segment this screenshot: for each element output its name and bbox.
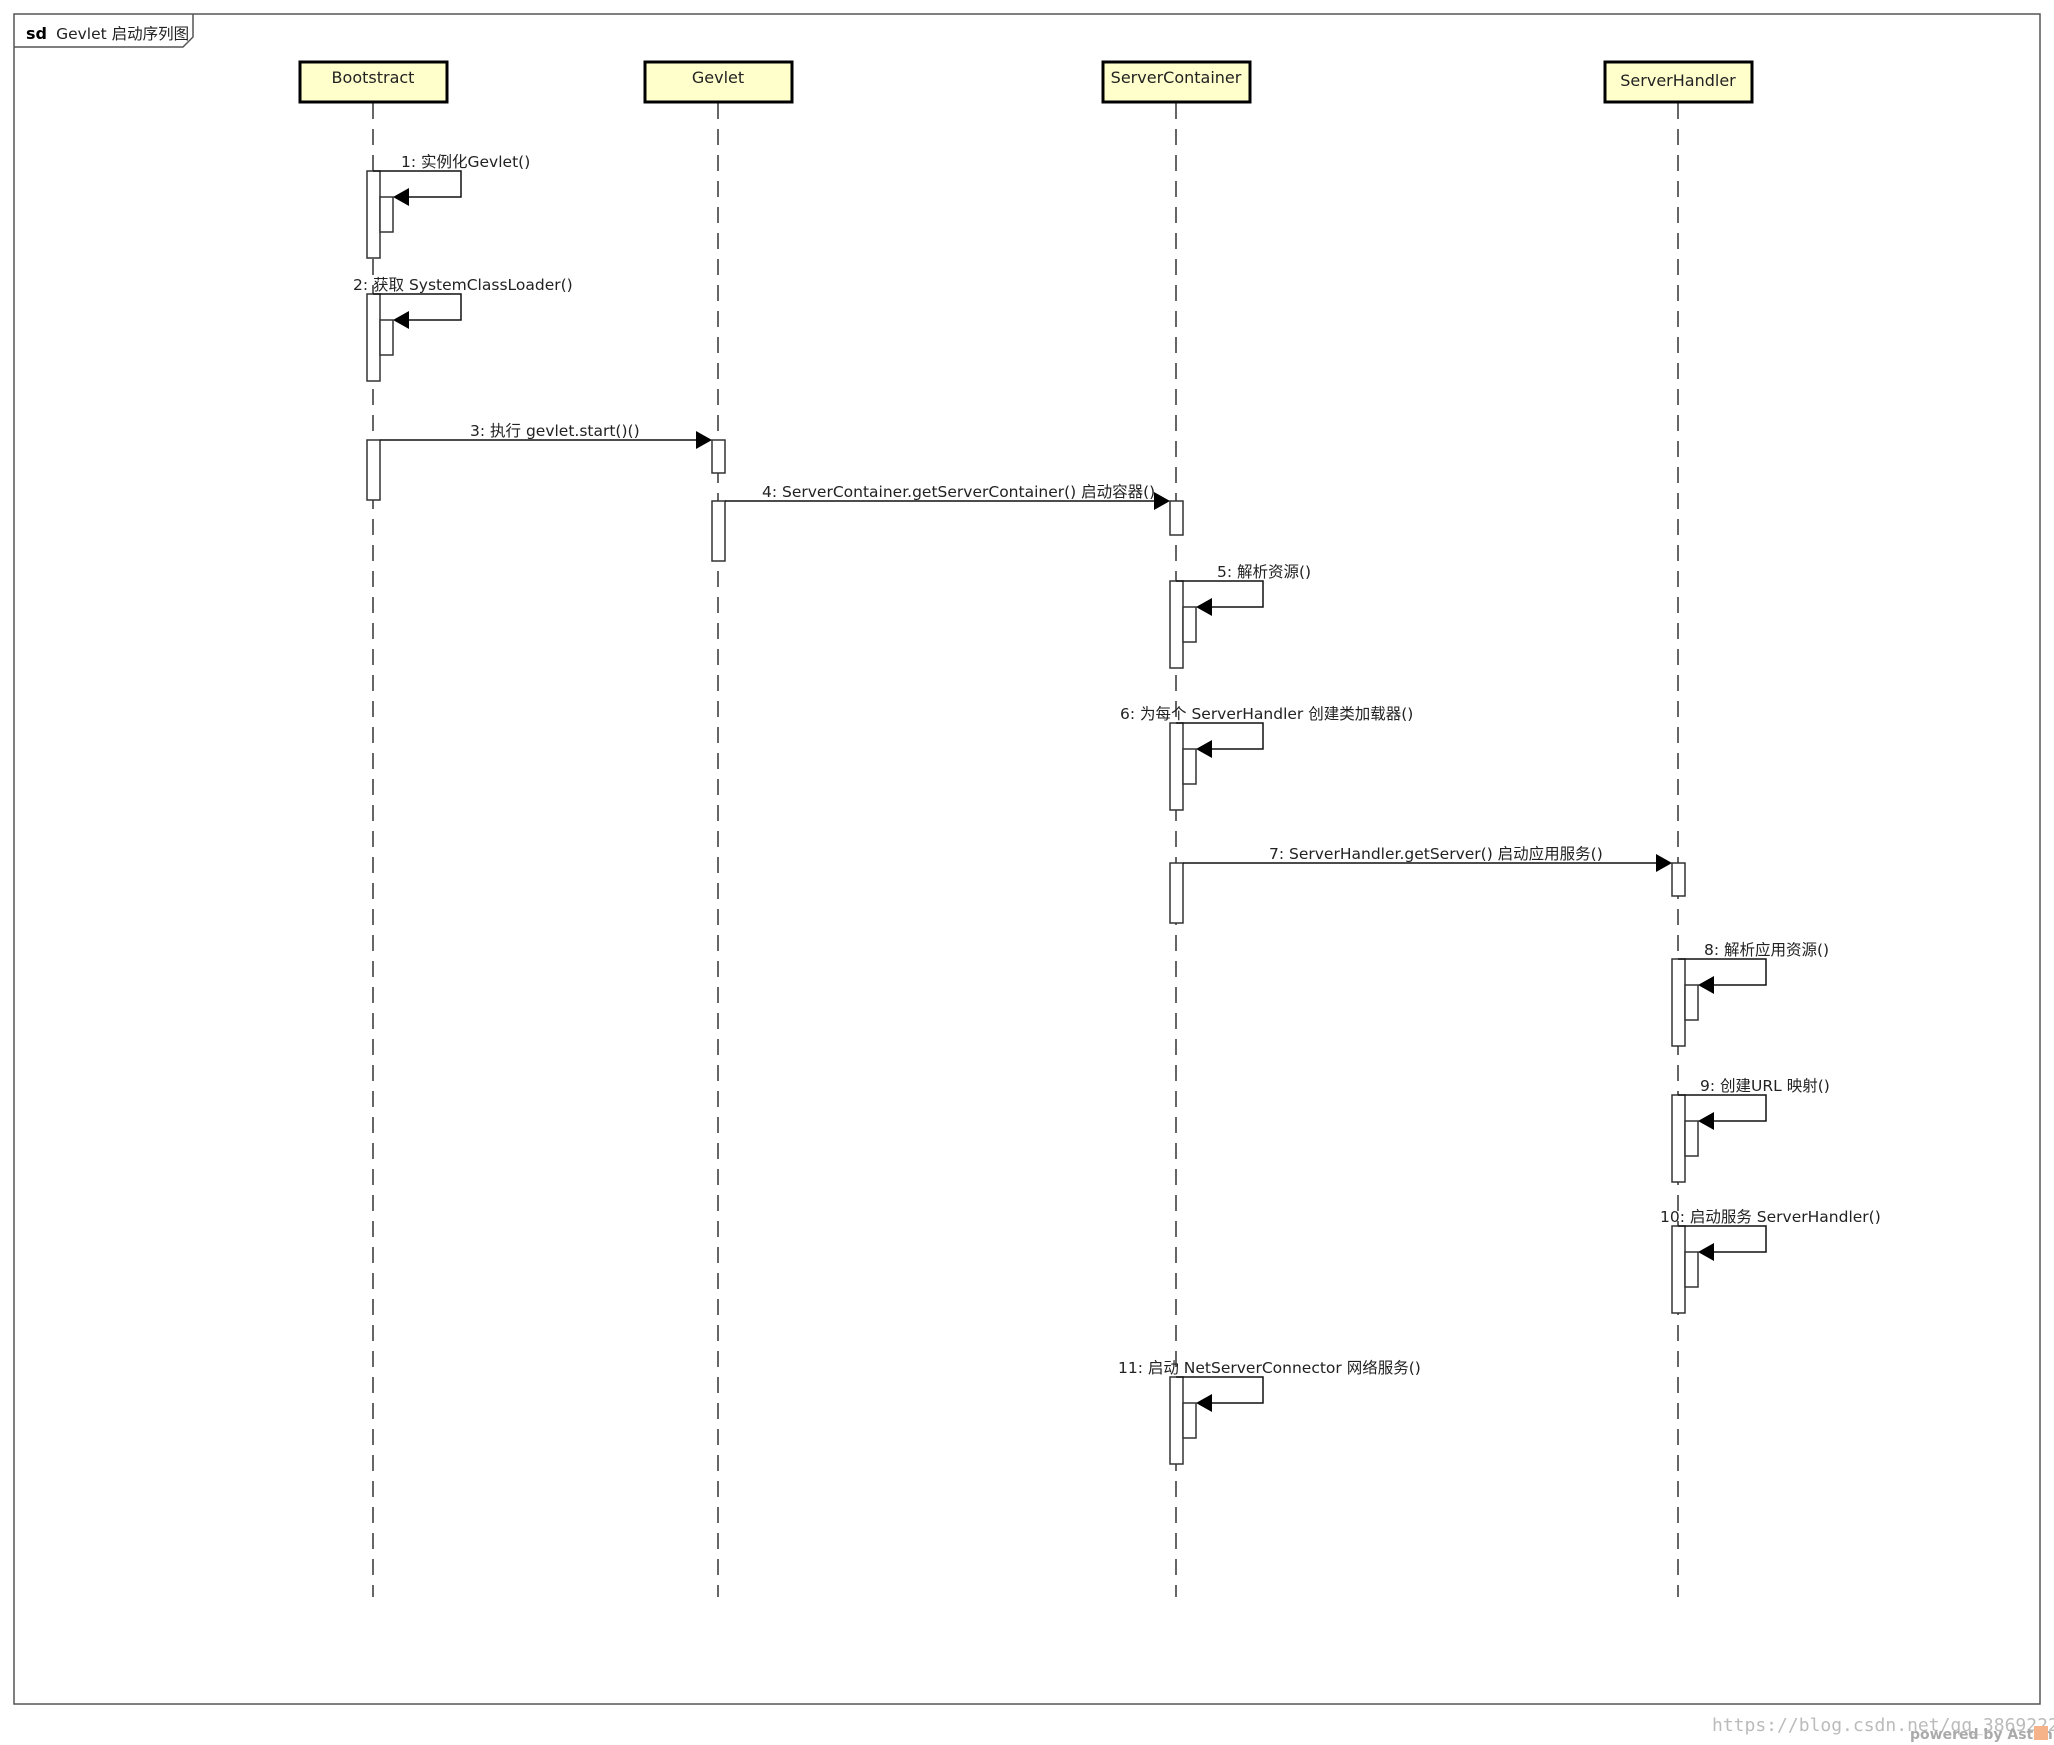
message-label: 5: 解析资源() — [1217, 563, 1311, 581]
message-label: 11: 启动 NetServerConnector 网络服务() — [1118, 1359, 1421, 1377]
arrow-head — [1656, 854, 1672, 872]
message-line — [1176, 580, 1264, 608]
lifeline-box-gevlet — [643, 60, 794, 104]
astah-logo-icon — [2034, 1726, 2048, 1740]
activation-bar — [366, 293, 381, 382]
activation-bar — [1671, 1094, 1686, 1183]
message-10[interactable]: 10: 启动服务 ServerHandler() — [1660, 1208, 1881, 1314]
arrow-head — [393, 188, 409, 206]
message-line — [1678, 958, 1767, 986]
message-4[interactable]: 4: ServerContainer.getServerContainer() … — [711, 483, 1184, 562]
activation-bar — [366, 170, 381, 259]
message-label: 3: 执行 gevlet.start()() — [470, 422, 640, 440]
arrow-head — [1154, 492, 1170, 510]
message-label: 1: 实例化Gevlet() — [401, 153, 530, 171]
arrow-head — [1698, 1243, 1714, 1261]
activation-bar-caller — [366, 439, 381, 501]
arrow-head — [696, 431, 712, 449]
arrow-head — [1196, 1394, 1212, 1412]
activation-bar-callee — [1169, 500, 1184, 536]
lifeline-name-handler: ServerHandler — [1620, 71, 1736, 90]
activation-bar — [1169, 580, 1184, 669]
arrow-head — [1698, 976, 1714, 994]
lifeline-name-container: ServerContainer — [1111, 68, 1242, 87]
message-7[interactable]: 7: ServerHandler.getServer() 启动应用服务() — [1169, 844, 1686, 924]
message-line — [373, 293, 462, 321]
lifeline-box-container — [1101, 60, 1252, 104]
message-label: 4: ServerContainer.getServerContainer() … — [762, 483, 1155, 501]
message-line — [1176, 1376, 1264, 1404]
nested-activation-bar — [1182, 748, 1197, 785]
message-8[interactable]: 8: 解析应用资源() — [1671, 940, 1829, 1047]
lifeline-name-gevlet: Gevlet — [692, 68, 744, 87]
message-label: 10: 启动服务 ServerHandler() — [1660, 1208, 1881, 1226]
activation-bar — [1671, 1225, 1686, 1314]
lifeline-bootstrap[interactable]: Bootstract — [298, 60, 449, 104]
message-label: 8: 解析应用资源() — [1704, 940, 1829, 959]
nested-activation-bar — [1684, 1251, 1699, 1288]
watermark-url: https://blog.csdn.net/qq_3869222 — [1712, 1715, 2054, 1736]
message-label: 2: 获取 SystemClassLoader() — [353, 276, 573, 294]
arrow-head — [1196, 740, 1212, 758]
lifeline-container[interactable]: ServerContainer — [1101, 60, 1252, 104]
nested-activation-bar — [1684, 1120, 1699, 1157]
frame-title: sd Gevlet 启动序列图 — [26, 24, 189, 43]
message-line — [1678, 1094, 1767, 1122]
activation-bar-caller — [1169, 862, 1184, 924]
arrow-head — [1698, 1112, 1714, 1130]
nested-activation-bar — [379, 196, 394, 233]
activation-bar — [1169, 1376, 1184, 1465]
message-label: 9: 创建URL 映射() — [1700, 1077, 1830, 1095]
frame-title-text: Gevlet 启动序列图 — [56, 25, 189, 43]
message-line — [1678, 1225, 1767, 1253]
arrow-head — [393, 311, 409, 329]
nested-activation-bar — [1684, 984, 1699, 1021]
activation-bar — [1671, 958, 1686, 1047]
message-11[interactable]: 11: 启动 NetServerConnector 网络服务() — [1118, 1359, 1421, 1465]
message-2[interactable]: 2: 获取 SystemClassLoader() — [353, 276, 573, 382]
nested-activation-bar — [379, 319, 394, 356]
message-9[interactable]: 9: 创建URL 映射() — [1671, 1077, 1830, 1183]
frame-title-tab — [14, 14, 194, 48]
message-line — [373, 170, 462, 198]
message-label: 7: ServerHandler.getServer() 启动应用服务() — [1269, 844, 1603, 863]
message-5[interactable]: 5: 解析资源() — [1169, 563, 1311, 669]
nested-activation-bar — [1182, 606, 1197, 643]
lifeline-box-bootstrap — [298, 60, 449, 104]
message-3[interactable]: 3: 执行 gevlet.start()() — [366, 422, 726, 501]
lifeline-box-handler — [1603, 60, 1754, 104]
lifeline-gevlet[interactable]: Gevlet — [643, 60, 794, 104]
diagram-frame — [13, 13, 2041, 1705]
message-6[interactable]: 6: 为每个 ServerHandler 创建类加载器() — [1120, 705, 1413, 811]
activation-bar-callee — [711, 439, 726, 474]
nested-activation-bar — [1182, 1402, 1197, 1439]
frame-keyword: sd — [26, 24, 47, 43]
lifeline-handler[interactable]: ServerHandler — [1603, 60, 1754, 104]
message-line — [1176, 722, 1264, 750]
lifeline-name-bootstrap: Bootstract — [332, 68, 415, 87]
arrow-head — [1196, 598, 1212, 616]
message-label: 6: 为每个 ServerHandler 创建类加载器() — [1120, 705, 1413, 723]
message-1[interactable]: 1: 实例化Gevlet() — [366, 153, 530, 259]
activation-bar-caller — [711, 500, 726, 562]
watermark-powered: powered by Astah — [1910, 1727, 2053, 1743]
activation-bar — [1169, 722, 1184, 811]
activation-bar-callee — [1671, 862, 1686, 897]
